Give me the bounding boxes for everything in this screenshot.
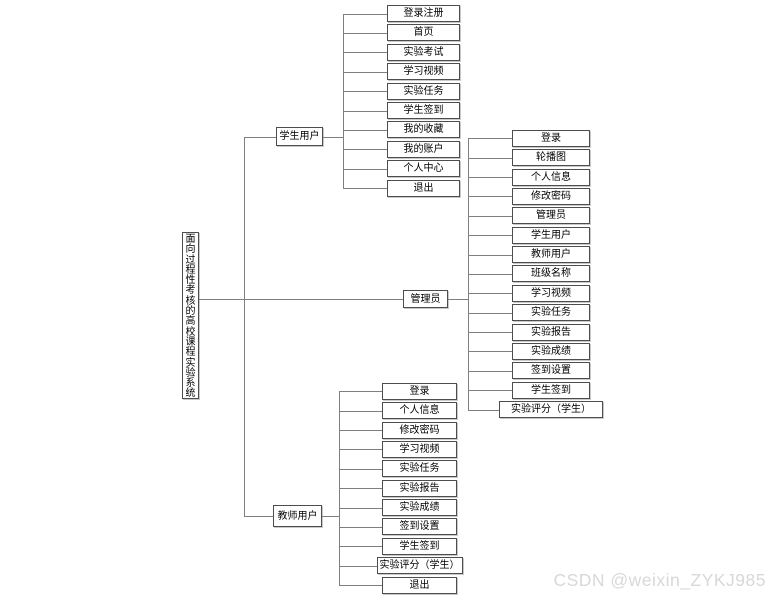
trunk-to-branch-line <box>244 516 273 517</box>
child-node: 实验成绩 <box>512 342 590 360</box>
child-node: 我的账户 <box>387 140 460 158</box>
bus-to-child-line <box>468 157 512 159</box>
child-node: 实验报告 <box>382 479 457 497</box>
child-node: 实验成绩 <box>382 499 457 517</box>
child-node: 实验任务 <box>387 82 460 100</box>
child-node: 修改密码 <box>382 421 457 439</box>
bus-to-child-line <box>343 188 387 190</box>
child-node: 签到设置 <box>512 362 590 380</box>
child-node: 实验任务 <box>382 460 457 478</box>
branch-node: 管理员 <box>403 290 448 308</box>
child-node: 修改密码 <box>512 187 590 205</box>
bus-to-child-line <box>343 71 387 73</box>
bus-to-child-line <box>343 129 387 131</box>
bus-to-child-line <box>343 13 387 15</box>
bus-to-child-line <box>468 235 512 237</box>
child-node: 学习视频 <box>512 284 590 302</box>
bus-line <box>343 13 344 189</box>
child-node: 实验报告 <box>512 323 590 341</box>
bus-to-child-line <box>468 254 512 256</box>
branch-node: 学生用户 <box>276 127 323 146</box>
bus-to-child-line <box>343 110 387 112</box>
trunk-line <box>244 136 245 516</box>
bus-to-child-line <box>343 91 387 93</box>
child-node: 退出 <box>387 179 460 197</box>
child-node: 个人中心 <box>387 160 460 178</box>
bus-to-child-line <box>339 410 382 412</box>
child-node: 班级名称 <box>512 265 590 283</box>
bus-to-child-line <box>468 351 512 353</box>
child-node: 实验评分（学生） <box>499 401 603 419</box>
bus-to-child-line <box>343 168 387 170</box>
bus-to-child-line <box>468 332 512 334</box>
branch-to-bus-line <box>323 136 343 138</box>
bus-to-child-line <box>468 273 512 275</box>
watermark-text: CSDN @weixin_ZYKJ985 <box>553 570 766 590</box>
bus-to-child-line <box>343 52 387 54</box>
bus-to-child-line <box>339 565 377 567</box>
branch-to-bus-line <box>448 299 468 300</box>
child-node: 实验考试 <box>387 43 460 61</box>
bus-to-child-line <box>339 488 382 490</box>
child-node: 个人信息 <box>382 402 457 420</box>
bus-to-child-line <box>339 468 382 470</box>
child-node: 学生签到 <box>382 537 457 555</box>
root-to-admin-line <box>199 299 403 300</box>
bus-to-child-line <box>343 149 387 151</box>
bus-to-child-line <box>339 449 382 451</box>
child-node: 轮播图 <box>512 149 590 167</box>
child-node: 登录 <box>512 129 590 147</box>
bus-to-child-line <box>468 312 512 314</box>
child-node: 管理员 <box>512 207 590 225</box>
child-node: 学习视频 <box>387 63 460 81</box>
branch-node: 教师用户 <box>273 505 322 527</box>
bus-to-child-line <box>339 430 382 432</box>
bus-to-child-line <box>468 215 512 217</box>
child-node: 学习视频 <box>382 440 457 458</box>
branch-to-bus-line <box>322 516 339 517</box>
child-node: 登录 <box>382 382 457 400</box>
child-node: 签到设置 <box>382 518 457 536</box>
bus-to-child-line <box>468 138 512 140</box>
child-node: 学生用户 <box>512 226 590 244</box>
child-node: 登录注册 <box>387 5 460 22</box>
child-node: 实验评分（学生） <box>376 557 463 575</box>
child-node: 退出 <box>382 576 457 594</box>
child-node: 个人信息 <box>512 168 590 186</box>
bus-to-child-line <box>339 526 382 528</box>
bus-to-child-line <box>339 546 382 548</box>
bus-to-child-line <box>468 293 512 295</box>
bus-to-child-line <box>468 390 512 392</box>
bus-to-child-line <box>343 32 387 34</box>
bus-to-child-line <box>468 409 499 411</box>
trunk-to-branch-line <box>244 136 276 138</box>
bus-to-child-line <box>339 585 382 587</box>
child-node: 学生签到 <box>387 102 460 119</box>
child-node: 教师用户 <box>512 246 590 264</box>
root-node-system-title: 面向过程性考核的高校课程实验系统 <box>182 232 199 399</box>
bus-to-child-line <box>339 391 382 393</box>
child-node: 我的收藏 <box>387 121 460 139</box>
child-node: 实验任务 <box>512 304 590 322</box>
child-node: 学生签到 <box>512 381 590 399</box>
bus-to-child-line <box>468 177 512 179</box>
bus-to-child-line <box>468 196 512 198</box>
bus-to-child-line <box>468 370 512 372</box>
bus-to-child-line <box>339 507 382 509</box>
child-node: 首页 <box>387 24 460 42</box>
